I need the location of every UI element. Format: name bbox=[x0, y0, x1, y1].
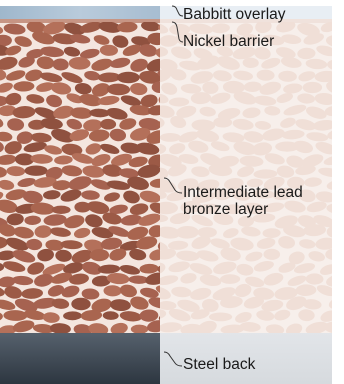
steel-back-layer bbox=[0, 333, 160, 384]
bronze-grain-faded bbox=[303, 82, 322, 93]
nickel-barrier-layer-faded bbox=[160, 19, 332, 23]
babbitt-overlay-layer-faded bbox=[160, 6, 332, 19]
bronze-grain-faded bbox=[160, 133, 181, 142]
bronze-grain-faded bbox=[213, 189, 231, 200]
babbitt-overlay-layer bbox=[0, 6, 160, 19]
bronze-grain bbox=[100, 119, 116, 130]
nickel-barrier-layer bbox=[0, 19, 160, 23]
bronze-grain-faded bbox=[209, 313, 232, 322]
steel-back-layer-faded bbox=[160, 333, 332, 384]
bronze-grain bbox=[52, 206, 71, 214]
bronze-grain-faded bbox=[198, 227, 217, 238]
bronze-grain bbox=[24, 166, 47, 176]
bronze-grain bbox=[117, 72, 140, 83]
